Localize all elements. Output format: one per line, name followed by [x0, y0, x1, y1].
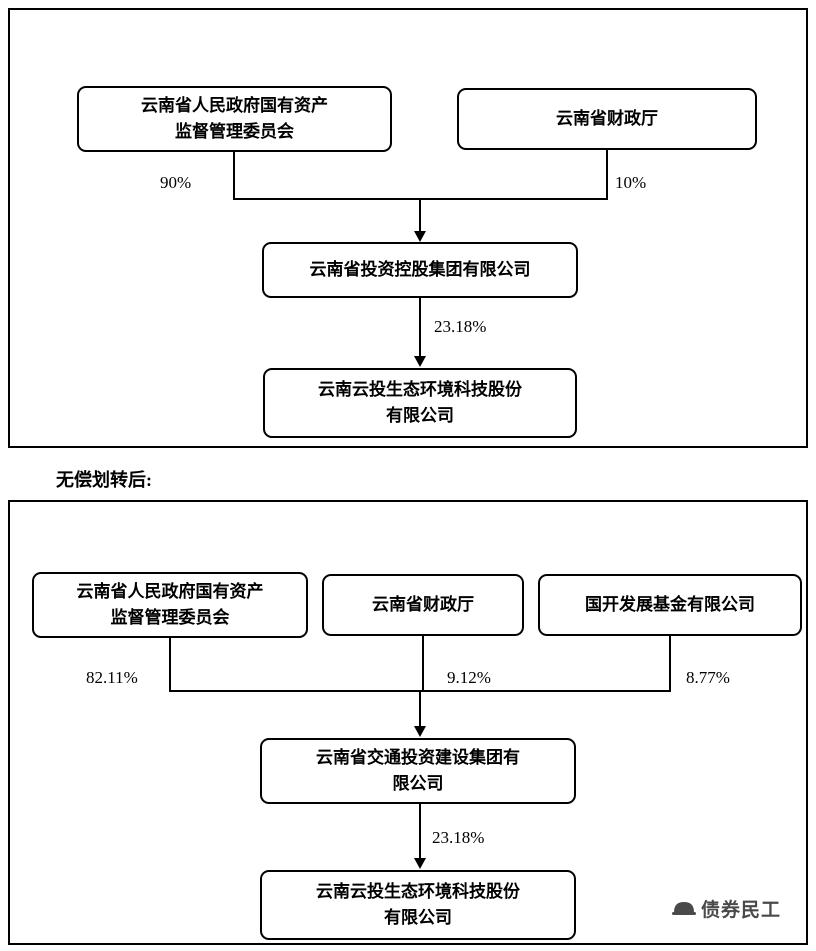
org-box-line: 限公司: [392, 774, 444, 793]
connector-vline: [169, 638, 171, 692]
arrowhead-down-icon: [414, 858, 426, 869]
share-label: 10%: [615, 173, 647, 192]
org-box-line: 有限公司: [384, 908, 452, 927]
panel-after-transfer: 云南省人民政府国有资产 监督管理委员会 云南省财政厅 国开发展基金有限公司 82…: [8, 500, 808, 945]
org-box-sasac-after: 云南省人民政府国有资产 监督管理委员会: [32, 572, 308, 638]
org-box-line: 有限公司: [386, 406, 454, 425]
org-box-line: 云南省财政厅: [372, 594, 474, 614]
connector-vline: [669, 636, 671, 692]
org-box-finance-dept-before: 云南省财政厅: [457, 88, 757, 150]
connector-vline: [606, 150, 608, 198]
section-caption: 无偿划转后:: [56, 470, 152, 490]
org-box-line: 云南省交通投资建设集团有: [316, 747, 520, 767]
share-label: 23.18%: [434, 317, 487, 336]
org-box-line: 云南省投资控股集团有限公司: [309, 259, 531, 279]
share-label: 23.18%: [432, 828, 485, 847]
org-box-line: 云南云投生态环境科技股份: [318, 379, 522, 399]
watermark-text: 债券民工: [701, 900, 782, 921]
share-label: 8.77%: [686, 668, 730, 687]
connector-vline: [422, 636, 424, 692]
org-box-cdb-fund: 国开发展基金有限公司: [538, 574, 802, 636]
org-box-sasac-before: 云南省人民政府国有资产 监督管理委员会: [77, 86, 392, 152]
org-box-line: 云南云投生态环境科技股份: [316, 881, 520, 901]
share-label: 9.12%: [447, 668, 491, 687]
share-label: 82.11%: [86, 668, 138, 687]
connector-arrow-line: [419, 198, 421, 232]
share-label: 90%: [160, 173, 192, 192]
org-box-subsidiary-after: 云南云投生态环境科技股份 有限公司: [260, 870, 576, 940]
org-box-finance-dept-after: 云南省财政厅: [322, 574, 524, 636]
connector-arrow-line: [419, 298, 421, 356]
watermark-logo-icon: [672, 898, 696, 920]
connector-vline: [233, 152, 235, 198]
connector-arrow-line: [419, 690, 421, 726]
watermark: 债券民工: [672, 895, 781, 922]
org-box-line: 监督管理委员会: [110, 608, 230, 627]
arrowhead-down-icon: [414, 231, 426, 242]
panel-before-transfer: 云南省人民政府国有资产 监督管理委员会 云南省财政厅 90% 10% 云南省投资…: [8, 8, 808, 448]
org-box-line: 云南省财政厅: [556, 108, 658, 128]
org-box-line: 监督管理委员会: [175, 122, 294, 141]
arrowhead-down-icon: [414, 726, 426, 737]
org-box-yunnan-transport-investment: 云南省交通投资建设集团有 限公司: [260, 738, 576, 804]
org-box-yunnan-investment-holding: 云南省投资控股集团有限公司: [262, 242, 578, 298]
connector-arrow-line: [419, 804, 421, 858]
org-box-line: 国开发展基金有限公司: [585, 594, 755, 614]
org-box-line: 云南省人民政府国有资产: [141, 95, 328, 115]
arrowhead-down-icon: [414, 356, 426, 367]
org-box-subsidiary-before: 云南云投生态环境科技股份 有限公司: [263, 368, 577, 438]
org-box-line: 云南省人民政府国有资产: [76, 581, 264, 601]
